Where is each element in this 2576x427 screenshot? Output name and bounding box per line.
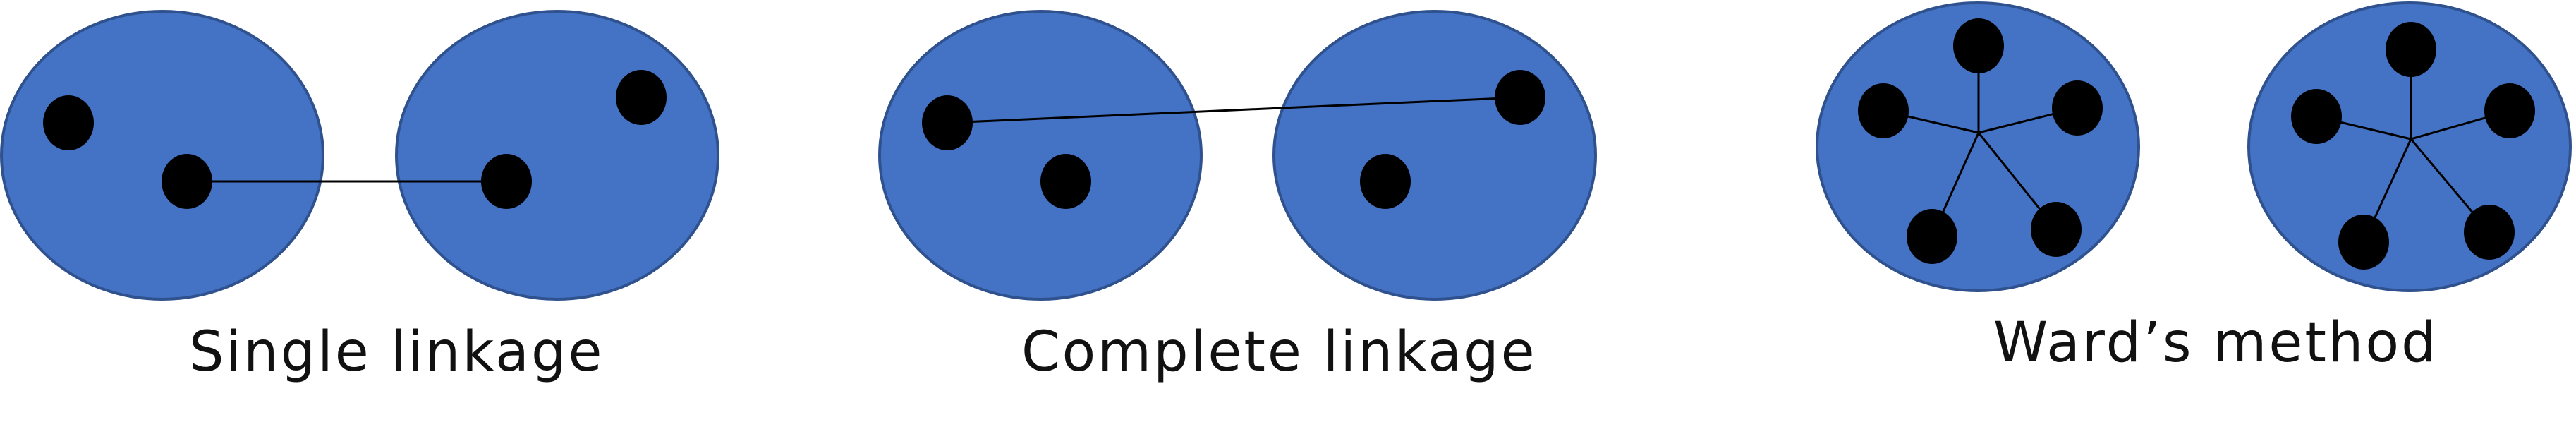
data-point <box>481 154 532 209</box>
complete-linkage-panel: Complete linkage <box>878 10 1597 384</box>
data-point <box>1495 70 1545 125</box>
data-point <box>2338 215 2389 270</box>
cluster-left <box>878 10 1203 301</box>
data-point <box>2464 205 2515 260</box>
data-point <box>2052 80 2103 136</box>
data-point <box>2484 83 2535 138</box>
data-point <box>616 70 667 125</box>
ward-method-panel: Ward’s method <box>1816 1 2572 375</box>
data-point <box>1907 209 1957 264</box>
cluster-left <box>0 10 324 301</box>
panel-label-single-linkage: Single linkage <box>189 320 604 384</box>
panel-label-complete-linkage: Complete linkage <box>1021 320 1537 384</box>
data-point <box>1953 18 2004 73</box>
data-point <box>162 154 212 209</box>
data-point <box>1858 83 1909 138</box>
farthest-pair-link <box>947 96 1521 124</box>
single-linkage-panel: Single linkage <box>0 10 719 384</box>
data-point <box>2031 202 2082 257</box>
data-point <box>43 95 94 150</box>
data-point <box>2386 22 2436 77</box>
cluster-right <box>1272 10 1597 301</box>
data-point <box>1360 154 1411 209</box>
data-point <box>2291 89 2342 144</box>
panel-label-wards-method: Ward’s method <box>1993 311 2438 375</box>
cluster-right <box>395 10 719 301</box>
data-point <box>922 95 973 150</box>
data-point <box>1040 154 1091 209</box>
